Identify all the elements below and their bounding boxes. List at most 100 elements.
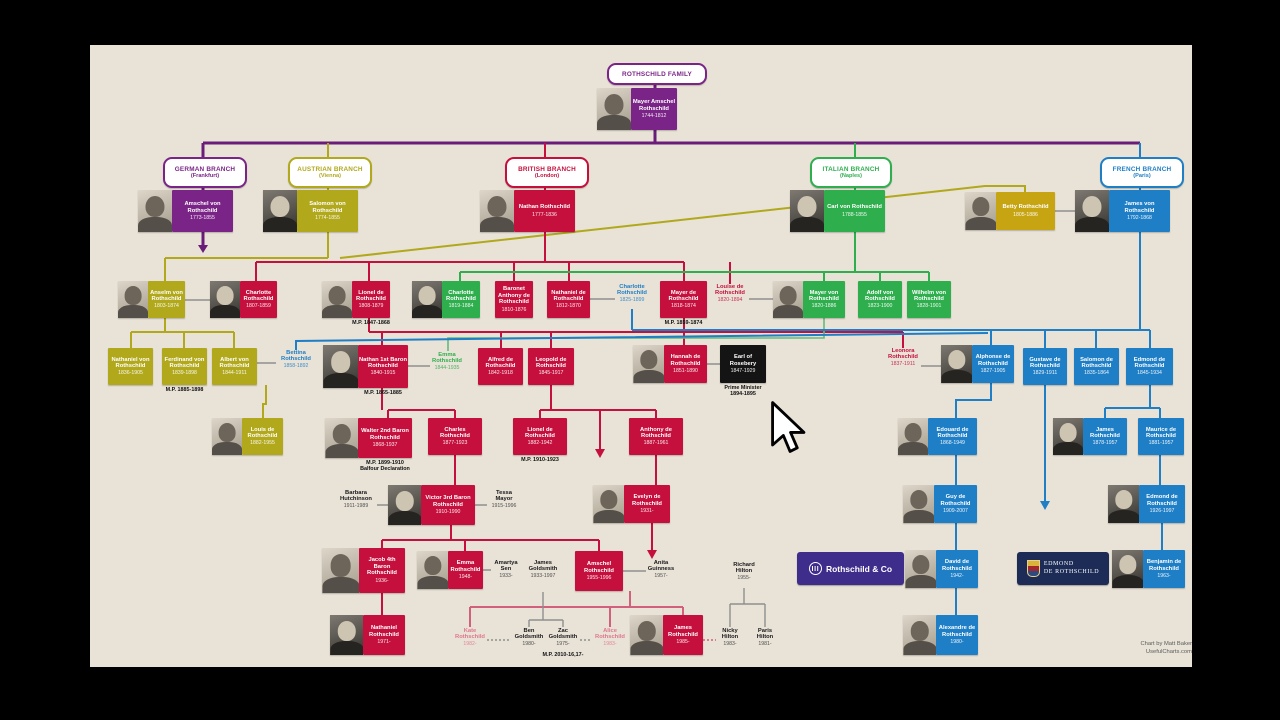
person-dates: 1803-1874	[154, 303, 179, 310]
portrait-photo	[898, 418, 928, 455]
person-name: Mayer Amschel Rothschild	[632, 99, 676, 112]
person-dates: 1807-1859	[246, 303, 271, 310]
person-dates: 1985-	[676, 638, 690, 645]
branch-label: AUSTRIAN BRANCH	[297, 166, 363, 173]
person-dates: 1839-1898	[172, 370, 197, 377]
person-name: Edmond de Rothschild	[1146, 494, 1178, 507]
person-note-line: M.P. 1859-1874	[664, 320, 703, 326]
portrait-photo	[1108, 485, 1139, 523]
person-name: Guy de Rothschild	[940, 494, 971, 507]
person-name: James von Rothschild	[1124, 201, 1155, 214]
five-arrows-icon	[808, 562, 822, 575]
person-dates: 1845-1917	[538, 370, 564, 377]
person-dates: 1948-	[458, 573, 473, 580]
branch-pill-german: GERMAN BRANCH(Frankfurt)	[163, 157, 247, 188]
person-name: Jacob 4th Baron Rothschild	[367, 557, 397, 577]
person-name: Baronet Anthony de Rothschild	[498, 286, 530, 306]
branch-city: (Paris)	[1133, 173, 1151, 179]
person-name: Alfred de Rothschild	[485, 356, 516, 369]
person-dates: 1840-1915	[370, 370, 396, 377]
person-dates: 1881-1957	[1148, 440, 1174, 447]
spouse-name: Zac Goldsmith	[548, 628, 578, 641]
spouse-name: Kate Rothschild	[455, 628, 485, 641]
portrait-photo	[790, 190, 824, 232]
person-note: M.P. 1865-1885	[338, 390, 428, 396]
spouse-dates: 1983-	[723, 640, 737, 647]
branch-pill-british: BRITISH BRANCH(London)	[505, 157, 589, 188]
person-name: James Rothschild	[1090, 426, 1120, 439]
person-dates: 1777-1836	[532, 211, 557, 218]
spouse-dates: 1933-1997	[530, 572, 556, 579]
person-dates: 1827-1905	[980, 367, 1006, 374]
portrait-photo	[593, 485, 624, 523]
person-name: Maurice de Rothschild	[1145, 426, 1177, 439]
person-dates: 1774-1855	[315, 214, 340, 221]
person-dates: 1842-1918	[488, 370, 513, 377]
spouse-name: Barbara Hutchinson	[340, 490, 372, 503]
person-note-line: M.P. 1865-1885	[364, 390, 402, 396]
spouse-name: Leonora Rothschild	[888, 348, 918, 361]
person-note-line: Balfour Declaration	[360, 466, 410, 473]
person-dates: 1926-1997	[1149, 507, 1175, 514]
person-name: James Rothschild	[668, 625, 698, 638]
spouse-dates: 1915-1996	[491, 502, 517, 509]
person-dates: 1847-1929	[730, 367, 756, 374]
person-name: Amschel von Rothschild	[184, 201, 221, 214]
spouse-dates: 1837-1911	[890, 360, 916, 367]
portrait-photo	[210, 281, 240, 318]
person-note-line: Prime Minister	[724, 385, 762, 391]
spouse-dates: 1955-	[737, 574, 751, 581]
branch-label: BRITISH BRANCH	[518, 166, 576, 173]
person-name: Charlotte Rothschild	[446, 289, 476, 302]
portrait-photo	[325, 418, 358, 458]
portrait-photo	[905, 550, 936, 588]
portrait-photo	[322, 548, 359, 593]
person-name: Leopold de Rothschild	[535, 356, 567, 369]
person-dates: 1829-1911	[1032, 370, 1058, 377]
branch-pill-italian: ITALIAN BRANCH(Naples)	[810, 157, 892, 188]
person-dates: 1844-1911	[222, 370, 247, 377]
portrait-photo	[417, 551, 448, 589]
portrait-photo	[1053, 418, 1083, 455]
portrait-photo	[633, 345, 664, 383]
person-name: Albert von Rothschild	[219, 356, 250, 369]
person-name: Edmond de Rothschild	[1133, 356, 1166, 369]
